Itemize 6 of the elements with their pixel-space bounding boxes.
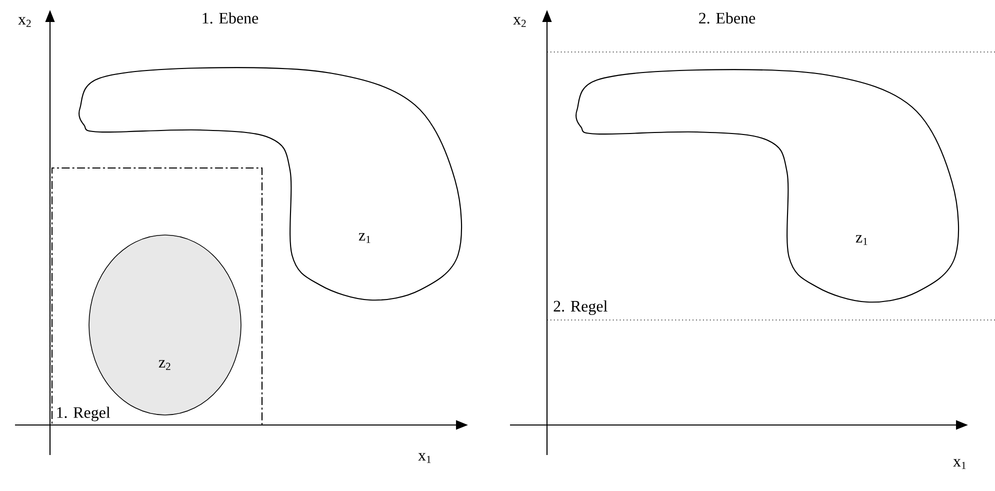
- axis-label: x$_{2}$: [18, 17, 31, 27]
- axis-label: x$_{1}$: [953, 459, 966, 469]
- axis-label: x$_{1}$: [418, 453, 431, 463]
- plane-title: 2. Ebene: [699, 12, 756, 24]
- plane-title: 1. Ebene: [202, 12, 258, 24]
- axis-label: x$_{2}$: [513, 17, 526, 27]
